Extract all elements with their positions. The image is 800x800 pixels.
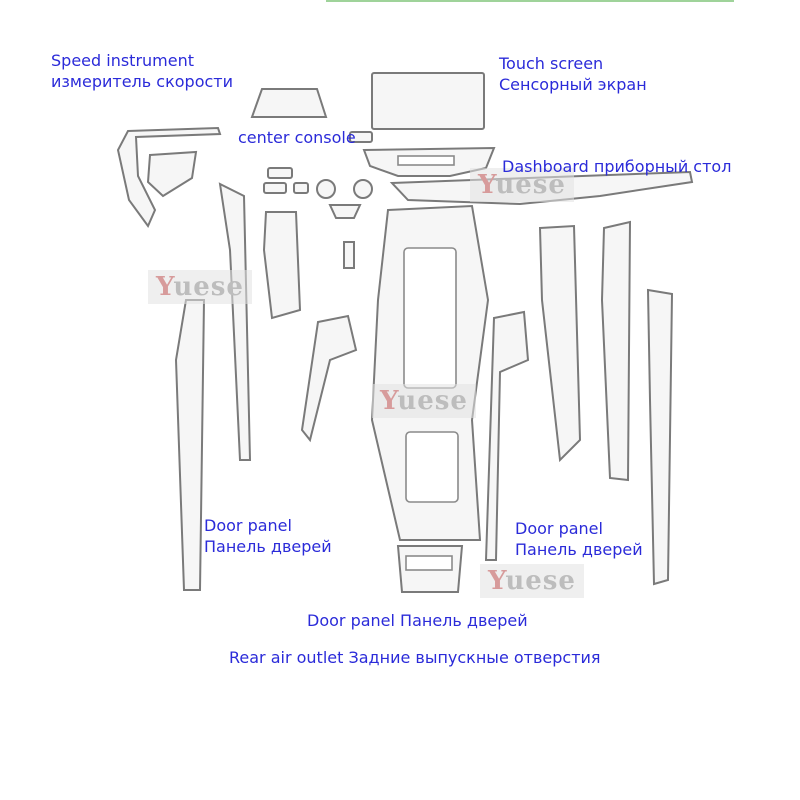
label-dashboard-text: Dashboard приборный стол: [502, 157, 732, 176]
label-center-console: center console: [238, 127, 356, 148]
steering-trim-right: [353, 179, 373, 199]
label-door-panel-right-ru: Панель дверей: [515, 540, 643, 559]
label-dashboard: Dashboard приборный стол: [502, 156, 731, 177]
small-trim-c: [293, 182, 309, 194]
door-panel-strip-4: [646, 288, 674, 586]
door-panel-strip-2: [174, 299, 206, 591]
left-dash-trim: [116, 126, 222, 228]
small-trim-b: [263, 182, 287, 194]
tunnel-upper-window: [403, 247, 457, 389]
door-panel-strip-3: [600, 220, 632, 482]
label-rear-air-outlet: Rear air outlet Задние выпускные отверст…: [229, 647, 601, 668]
small-trim-d: [349, 131, 373, 143]
label-speed-instrument-ru: измеритель скорости: [51, 72, 233, 91]
small-trim-a: [267, 167, 293, 179]
watermark-3: Yuese: [470, 168, 574, 202]
touch-screen-film: [371, 72, 485, 130]
label-door-panel-right-en: Door panel: [515, 519, 603, 538]
label-touch-screen-en: Touch screen: [499, 54, 604, 73]
label-door-panel-bottom: Door panel Панель дверей: [307, 610, 528, 631]
left-dash-insert: [146, 150, 198, 198]
label-touch-screen-ru: Сенсорный экран: [499, 75, 647, 94]
label-speed-instrument-en: Speed instrument: [51, 51, 194, 70]
center-vent-slot: [397, 155, 455, 166]
door-panel-4: [484, 310, 530, 561]
speed-instrument-cover: [250, 88, 328, 118]
top-divider-line: [326, 0, 734, 2]
rear-air-outlet-slot: [405, 555, 453, 571]
watermark-1: Yuese: [148, 270, 252, 304]
label-speed-instrument: Speed instrument измеритель скорости: [51, 50, 233, 92]
label-touch-screen: Touch screen Сенсорный экран: [499, 53, 647, 95]
label-door-panel-bottom-text: Door panel Панель дверей: [307, 611, 528, 630]
label-door-panel-left-ru: Панель дверей: [204, 537, 332, 556]
small-trim-e: [343, 241, 355, 269]
label-door-panel-left: Door panel Панель дверей: [204, 515, 332, 557]
steering-trim-center: [328, 204, 362, 219]
watermark-2: Yuese: [372, 384, 476, 418]
label-door-panel-right: Door panel Панель дверей: [515, 518, 643, 560]
tunnel-lower-window: [405, 431, 459, 503]
door-panel-window-switch-1: [262, 211, 302, 320]
steering-trim-left: [316, 179, 336, 199]
label-door-panel-left-en: Door panel: [204, 516, 292, 535]
watermark-4: Yuese: [480, 564, 584, 598]
label-rear-air-outlet-text: Rear air outlet Задние выпускные отверст…: [229, 648, 601, 667]
door-panel-3: [300, 314, 358, 443]
door-panel-window-switch-2: [538, 224, 582, 463]
door-panel-strip-1: [218, 182, 252, 461]
label-center-console-en: center console: [238, 128, 356, 147]
